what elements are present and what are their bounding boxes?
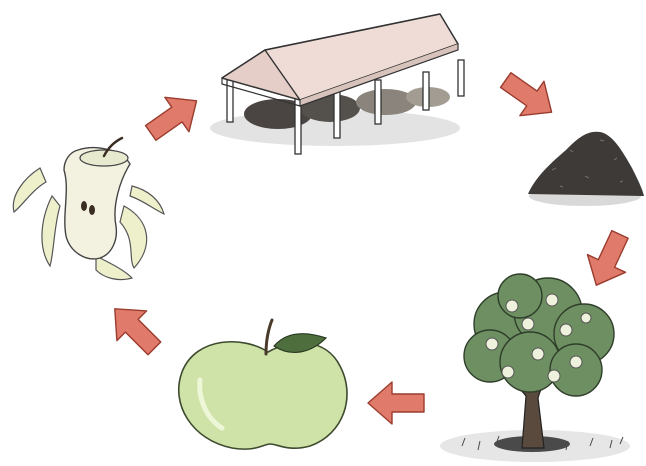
arrow-pile-to-tree [577, 226, 639, 295]
core-seed [81, 201, 87, 211]
arrow-shed-to-pile [494, 63, 564, 130]
apple-body [179, 342, 347, 449]
apple-tree-icon [440, 274, 630, 462]
compost-shed-icon [210, 14, 464, 154]
arrow-core-to-shed [139, 84, 209, 151]
soil-pile-icon [528, 132, 644, 206]
arrow-apple-to-core [100, 294, 169, 363]
apple-icon [179, 320, 347, 449]
tree-foliage [464, 274, 614, 396]
arrow-tree-to-apple [368, 382, 424, 424]
apple-core-icon [13, 138, 164, 280]
apple-peel [13, 168, 46, 212]
